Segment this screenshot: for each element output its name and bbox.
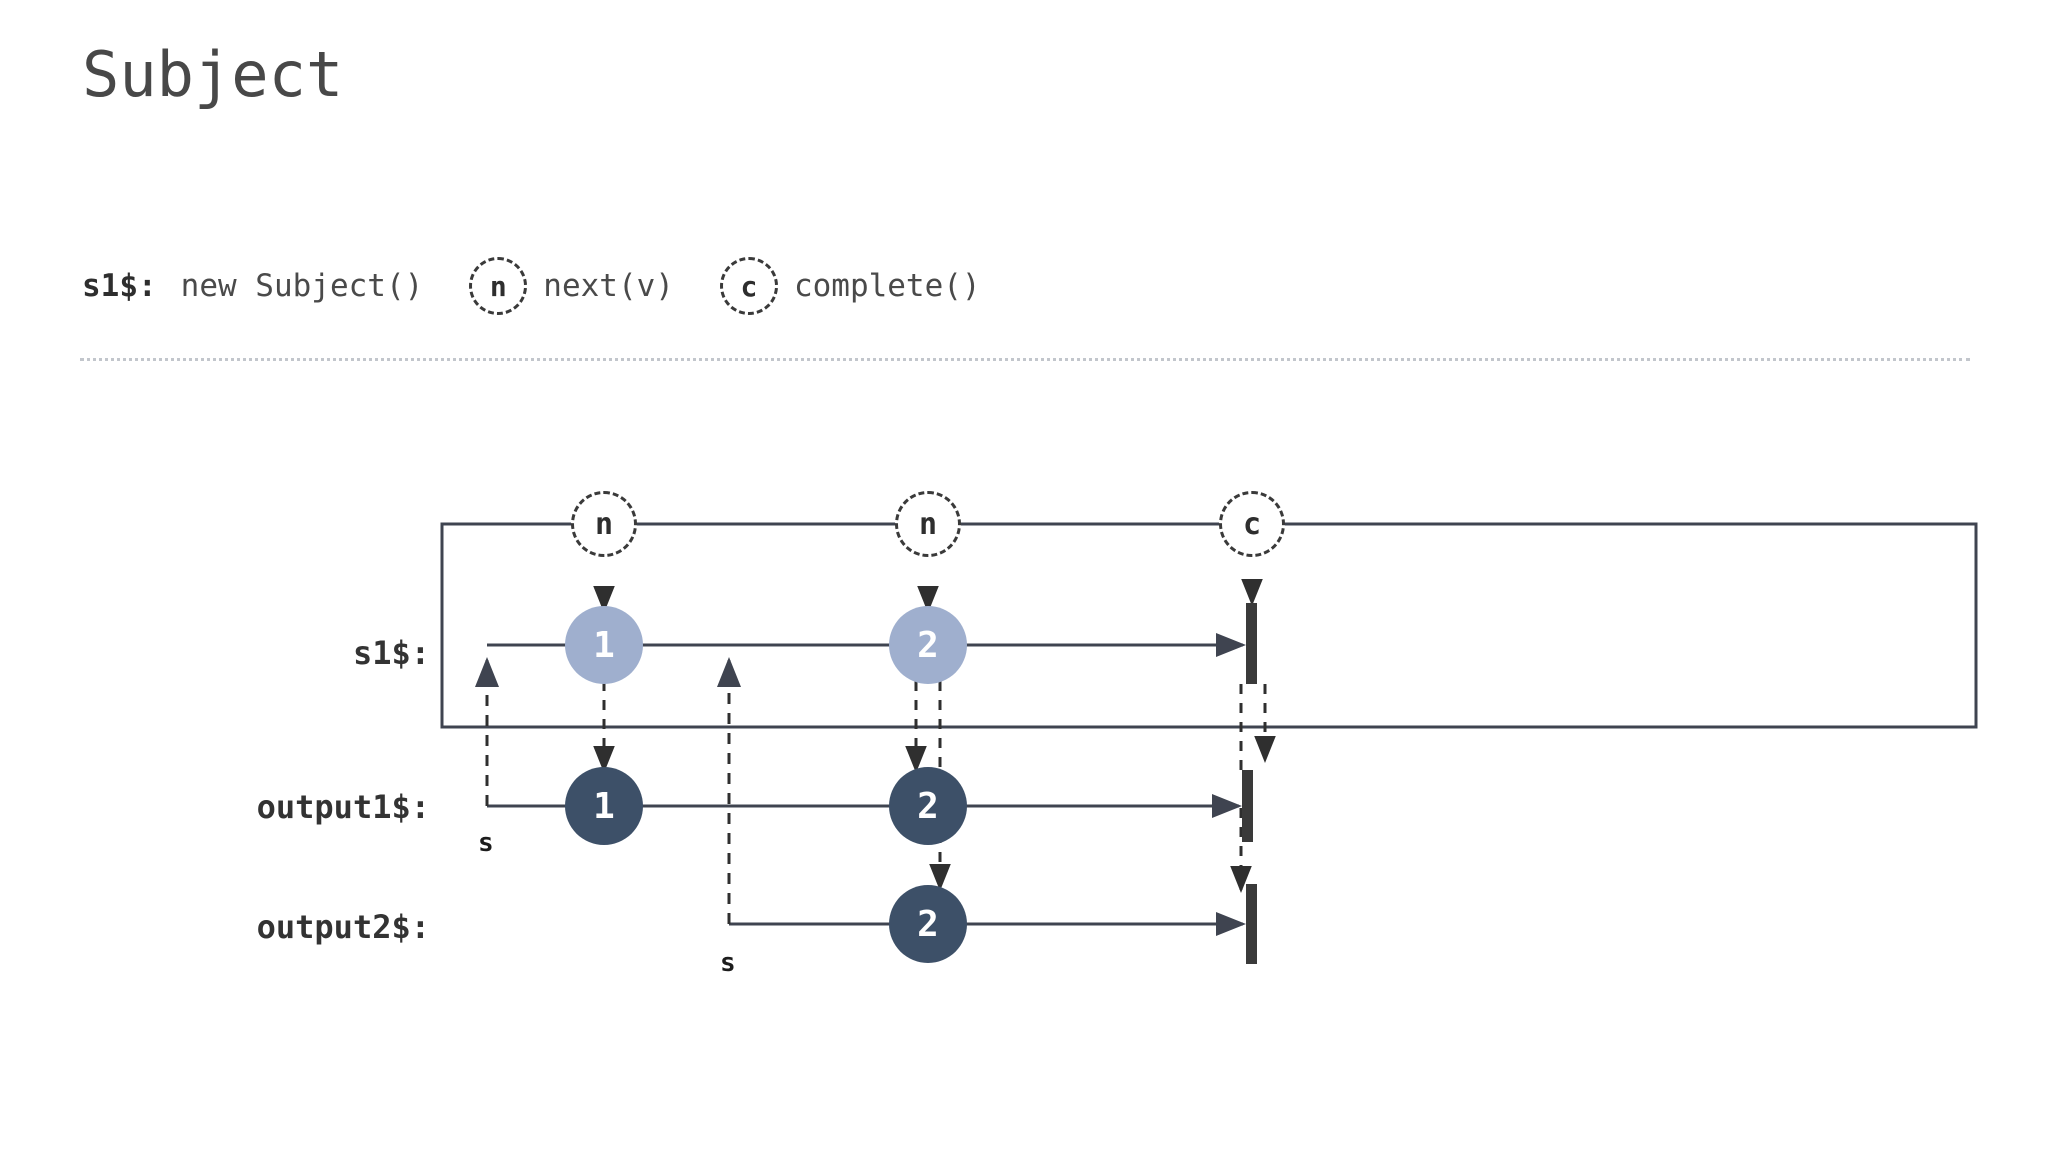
legend-item-next: n next(v) [469,257,674,315]
legend-source-expression: new Subject() [180,268,424,304]
marble-output2-2[interactable]: 2 [889,885,967,963]
legend-source-name: s1$: [82,268,157,304]
legend-item-next-label: next(v) [543,268,674,304]
marble-output1-2[interactable]: 2 [889,767,967,845]
subscription-marker-output1: s [478,828,494,858]
section-divider [80,358,1970,361]
subscription-marker-output2: s [720,948,736,978]
page-title: Subject [82,38,344,111]
legend-item-complete-label: complete() [793,268,981,304]
event-bubble-next-2[interactable]: n [895,491,961,557]
complete-bar-output2 [1246,884,1257,964]
row-label-output1: output1$: [256,788,430,826]
marble-s1-2[interactable]: 2 [889,606,967,684]
row-label-output2: output2$: [256,908,430,946]
marble-output1-1[interactable]: 1 [565,767,643,845]
row-label-s1: s1$: [352,634,430,672]
legend-item-complete: c complete() [719,257,981,315]
legend-row: s1$: new Subject() n next(v) c complete(… [82,257,1027,315]
subject-boundary-box [440,522,1978,729]
marble-s1-1[interactable]: 1 [565,606,643,684]
complete-bar-output1 [1242,770,1253,842]
event-bubble-next-1[interactable]: n [571,491,637,557]
event-bubble-complete[interactable]: c [1219,491,1285,557]
dashed-circle-icon: n [469,257,528,315]
dashed-circle-icon: c [719,257,778,315]
complete-bar-s1 [1246,603,1257,684]
